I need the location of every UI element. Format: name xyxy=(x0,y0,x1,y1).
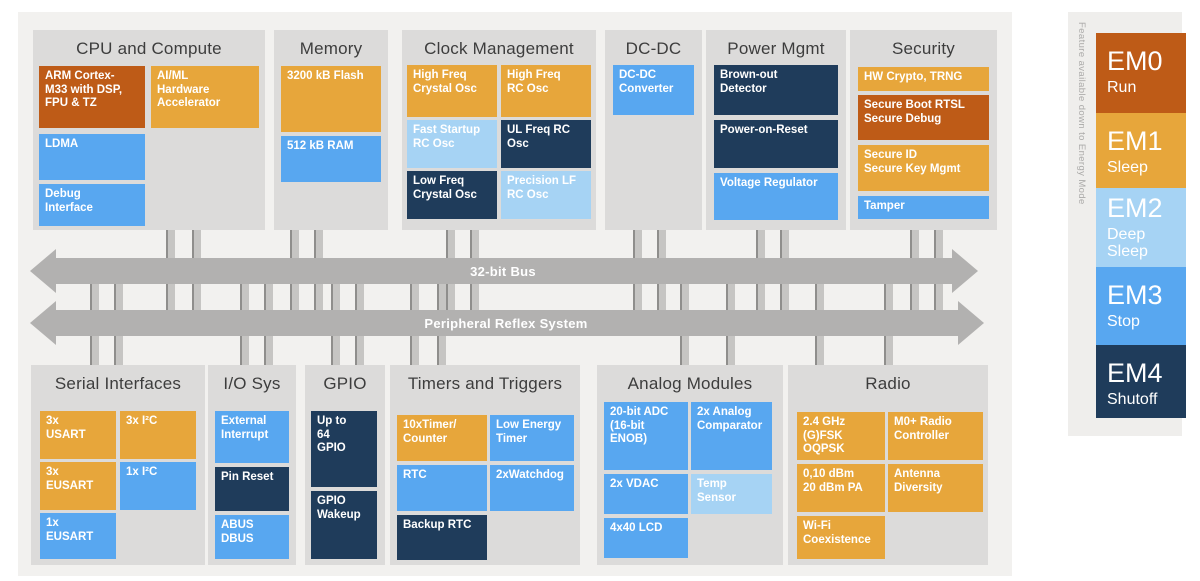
panel-title: DC-DC xyxy=(625,39,682,58)
panel-timers-and-triggers: Timers and Triggers 10xTimer/ Counter Lo… xyxy=(390,365,580,565)
block-low-energy-timer: Low Energy Timer xyxy=(490,415,574,461)
block-ldma: LDMA xyxy=(39,134,145,180)
block-pin-reset: Pin Reset xyxy=(215,467,289,511)
block-fast-startup-rc-osc: Fast Startup RC Osc xyxy=(407,120,497,168)
energy-mode-em0: EM0 Run xyxy=(1096,33,1186,113)
block-debug-interface: Debug Interface xyxy=(39,184,145,226)
panel-title: Radio xyxy=(865,374,911,393)
block-pa-power: 0,10 dBm 20 dBm PA xyxy=(797,464,885,512)
panel-cpu-and-compute: CPU and Compute ARM Cortex- M33 with DSP… xyxy=(33,30,265,230)
panel-title: Security xyxy=(891,39,955,58)
block-adc: 20-bit ADC (16-bit ENOB) xyxy=(604,402,688,470)
block-watchdog: 2xWatchdog xyxy=(490,465,574,511)
energy-mode-sub: Shutoff xyxy=(1107,390,1158,408)
bus-32bit-left-arrowhead xyxy=(30,249,56,293)
block-abus-dbus: ABUS DBUS xyxy=(215,515,289,559)
panel-security: Security HW Crypto, TRNG Secure Boot RTS… xyxy=(850,30,997,230)
block-timer-counter: 10xTimer/ Counter xyxy=(397,415,487,461)
block-brown-out-detector: Brown-out Detector xyxy=(714,65,838,115)
panel-serial-interfaces: Serial Interfaces 3x USART 3x I²C 3x EUS… xyxy=(31,365,205,565)
panel-title: CPU and Compute xyxy=(76,39,222,58)
panel-title: I/O Sys xyxy=(223,374,281,393)
panel-io-sys: I/O Sys External Interrupt Pin Reset ABU… xyxy=(208,365,296,565)
panel-title: Clock Management xyxy=(424,39,574,58)
block-secure-id-key-mgmt: Secure ID Secure Key Mgmt xyxy=(858,145,989,191)
bus-prs-label: Peripheral Reflex System xyxy=(424,315,588,331)
block-temp-sensor: Temp Sensor xyxy=(691,474,772,514)
block-usart: 3x USART xyxy=(40,411,116,459)
block-wifi-coexistence: Wi-Fi Coexistence xyxy=(797,516,885,559)
energy-mode-sub: Deep Sleep xyxy=(1107,225,1148,261)
energy-mode-name: EM4 xyxy=(1107,358,1163,388)
energy-mode-sidebar: Feature available down to Energy Mode EM… xyxy=(1068,12,1186,436)
block-i2c-3x: 3x I²C xyxy=(120,411,196,459)
block-lf-crystal-osc: Low Freq Crystal Osc xyxy=(407,171,497,219)
block-24ghz-fsk: 2.4 GHz (G)FSK OQPSK xyxy=(797,412,885,460)
block-voltage-regulator: Voltage Regulator xyxy=(714,173,838,220)
panel-title: Memory xyxy=(299,39,363,58)
block-ul-freq-rc-osc: UL Freq RC Osc xyxy=(501,120,591,168)
bus-32bit-label: 32-bit Bus xyxy=(470,263,536,279)
block-gpio-wakeup: GPIO Wakeup xyxy=(311,491,377,559)
energy-mode-em2: EM2 Deep Sleep xyxy=(1096,188,1186,267)
panel-gpio: GPIO Up to 64 GPIO GPIO Wakeup xyxy=(305,365,385,565)
block-secure-boot: Secure Boot RTSL Secure Debug xyxy=(858,95,989,140)
bus-prs-right-arrowhead xyxy=(958,301,984,345)
block-hw-crypto-trng: HW Crypto, TRNG xyxy=(858,67,989,91)
panel-radio: Radio 2.4 GHz (G)FSK OQPSK M0+ Radio Con… xyxy=(788,365,988,565)
block-backup-rtc: Backup RTC xyxy=(397,515,487,560)
block-flash: 3200 kB Flash xyxy=(281,66,381,132)
block-eusart-1x: 1x EUSART xyxy=(40,513,116,559)
block-antenna-diversity: Antenna Diversity xyxy=(888,464,983,512)
block-external-interrupt: External Interrupt xyxy=(215,411,289,463)
energy-mode-name: EM0 xyxy=(1107,46,1163,76)
energy-mode-name: EM3 xyxy=(1107,280,1163,310)
block-up-to-64-gpio: Up to 64 GPIO xyxy=(311,411,377,487)
panel-title: Power Mgmt xyxy=(727,39,825,58)
block-dcdc-converter: DC-DC Converter xyxy=(613,65,694,115)
block-rtc: RTC xyxy=(397,465,487,511)
panel-memory: Memory 3200 kB Flash 512 kB RAM xyxy=(274,30,388,230)
block-arm-cortex-m33: ARM Cortex- M33 with DSP, FPU & TZ xyxy=(39,66,145,128)
panel-title: Analog Modules xyxy=(627,374,753,393)
energy-mode-em4: EM4 Shutoff xyxy=(1096,345,1186,418)
energy-mode-name: EM2 xyxy=(1107,193,1163,223)
energy-mode-sub: Stop xyxy=(1107,312,1140,330)
bus-32bit: 32-bit Bus xyxy=(54,258,952,284)
block-power-on-reset: Power-on-Reset xyxy=(714,120,838,168)
block-m0-radio-controller: M0+ Radio Controller xyxy=(888,412,983,460)
block-hf-crystal-osc: High Freq Crystal Osc xyxy=(407,65,497,117)
block-aiml-accelerator: AI/ML Hardware Accelerator xyxy=(151,66,259,128)
block-precision-lf-rc-osc: Precision LF RC Osc xyxy=(501,171,591,219)
block-vdac: 2x VDAC xyxy=(604,474,688,514)
bus-prs-left-arrowhead xyxy=(30,301,56,345)
block-eusart-3x: 3x EUSART xyxy=(40,462,116,510)
block-ram: 512 kB RAM xyxy=(281,136,381,182)
block-lcd: 4x40 LCD xyxy=(604,518,688,558)
panel-analog-modules: Analog Modules 20-bit ADC (16-bit ENOB) … xyxy=(597,365,783,565)
energy-mode-sub: Sleep xyxy=(1107,158,1148,176)
energy-mode-sub: Run xyxy=(1107,78,1137,96)
block-analog-comparator: 2x Analog Comparator xyxy=(691,402,772,470)
block-hf-rc-osc: High Freq RC Osc xyxy=(501,65,591,117)
panel-dcdc: DC-DC DC-DC Converter xyxy=(605,30,702,230)
energy-mode-name: EM1 xyxy=(1107,126,1163,156)
energy-mode-em3: EM3 Stop xyxy=(1096,267,1186,345)
panel-title: Serial Interfaces xyxy=(54,374,182,393)
block-tamper: Tamper xyxy=(858,196,989,219)
bus-prs: Peripheral Reflex System xyxy=(54,310,958,336)
panel-power-mgmt: Power Mgmt Brown-out Detector Power-on-R… xyxy=(706,30,846,230)
energy-mode-em1: EM1 Sleep xyxy=(1096,113,1186,188)
panel-title: Timers and Triggers xyxy=(407,374,563,393)
block-i2c-1x: 1x I²C xyxy=(120,462,196,510)
bus-32bit-right-arrowhead xyxy=(952,249,978,293)
panel-clock-management: Clock Management High Freq Crystal Osc H… xyxy=(402,30,596,230)
energy-mode-caption: Feature available down to Energy Mode xyxy=(1076,22,1087,205)
panel-title: GPIO xyxy=(323,374,367,393)
